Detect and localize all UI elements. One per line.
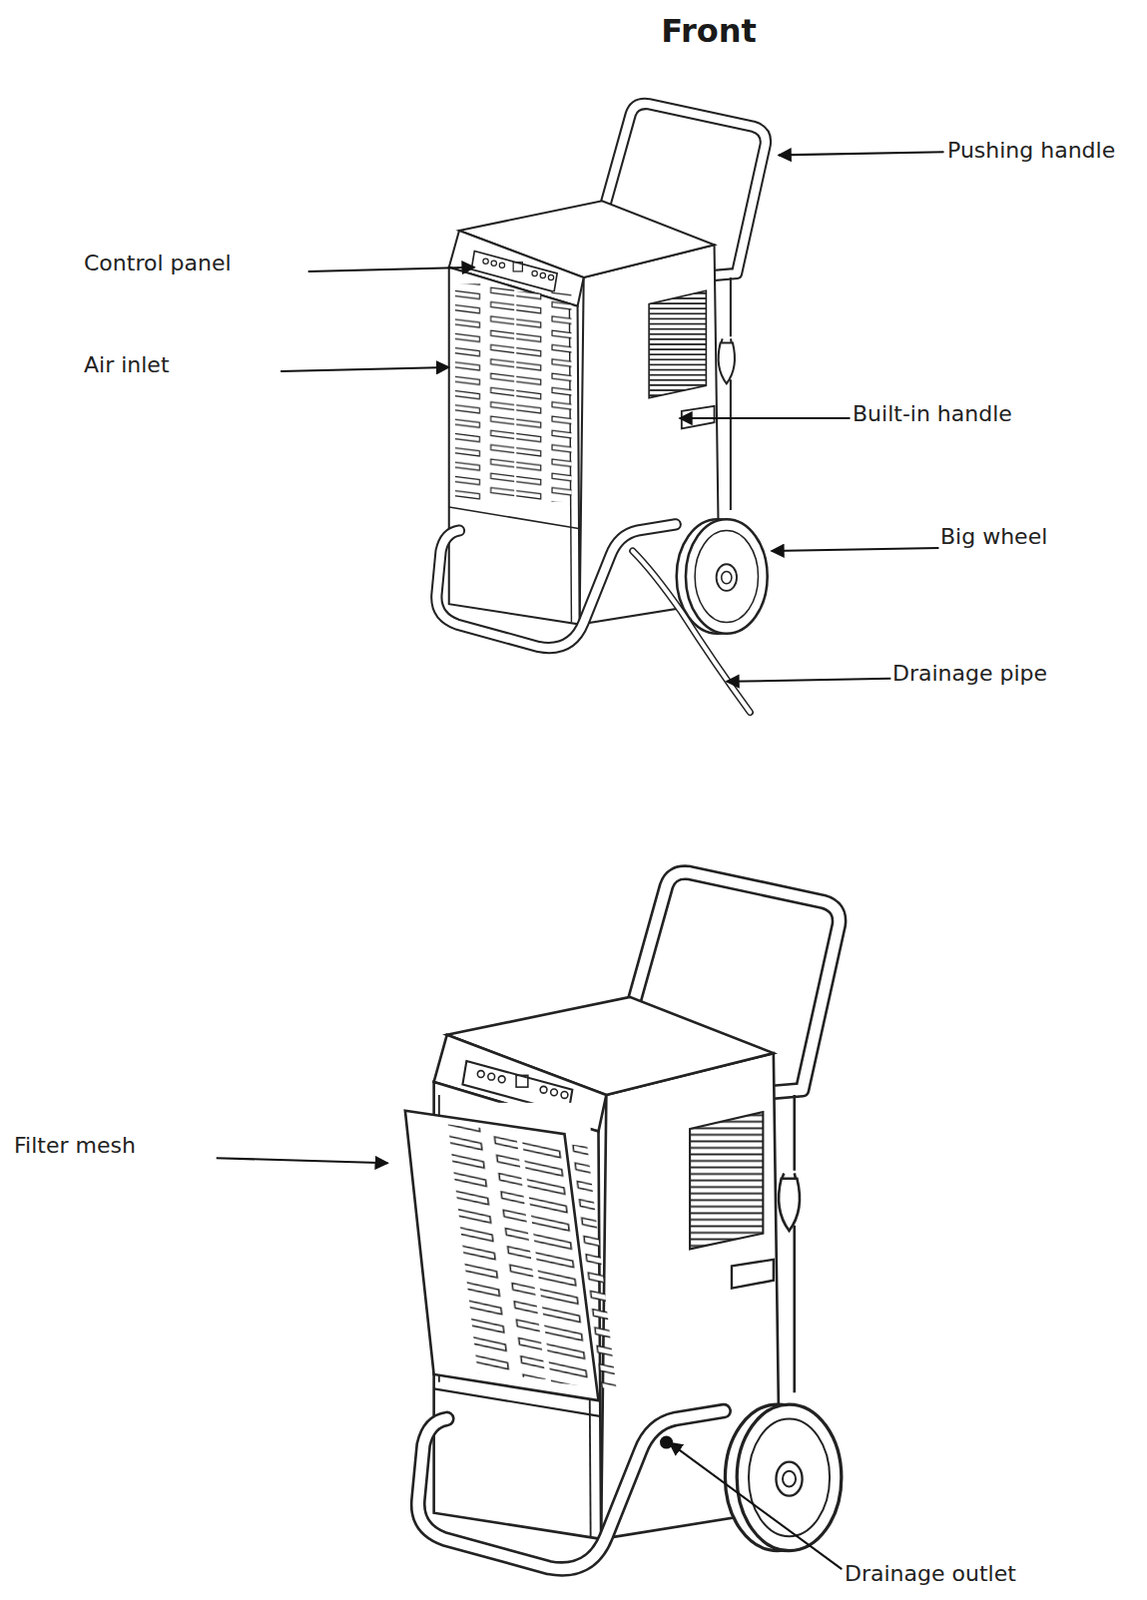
view-title: Front (660, 11, 757, 50)
part-label: Air inlet (83, 352, 170, 379)
part-label: Drainage outlet (844, 1561, 1017, 1588)
part-label: Filter mesh (13, 1133, 136, 1159)
part-label: Built-in handle (852, 401, 1013, 428)
part-label: Control panel (83, 250, 232, 277)
part-label: Big wheel (940, 524, 1048, 551)
part-label: Pushing handle (947, 137, 1116, 164)
part-label: Drainage pipe (892, 660, 1048, 687)
